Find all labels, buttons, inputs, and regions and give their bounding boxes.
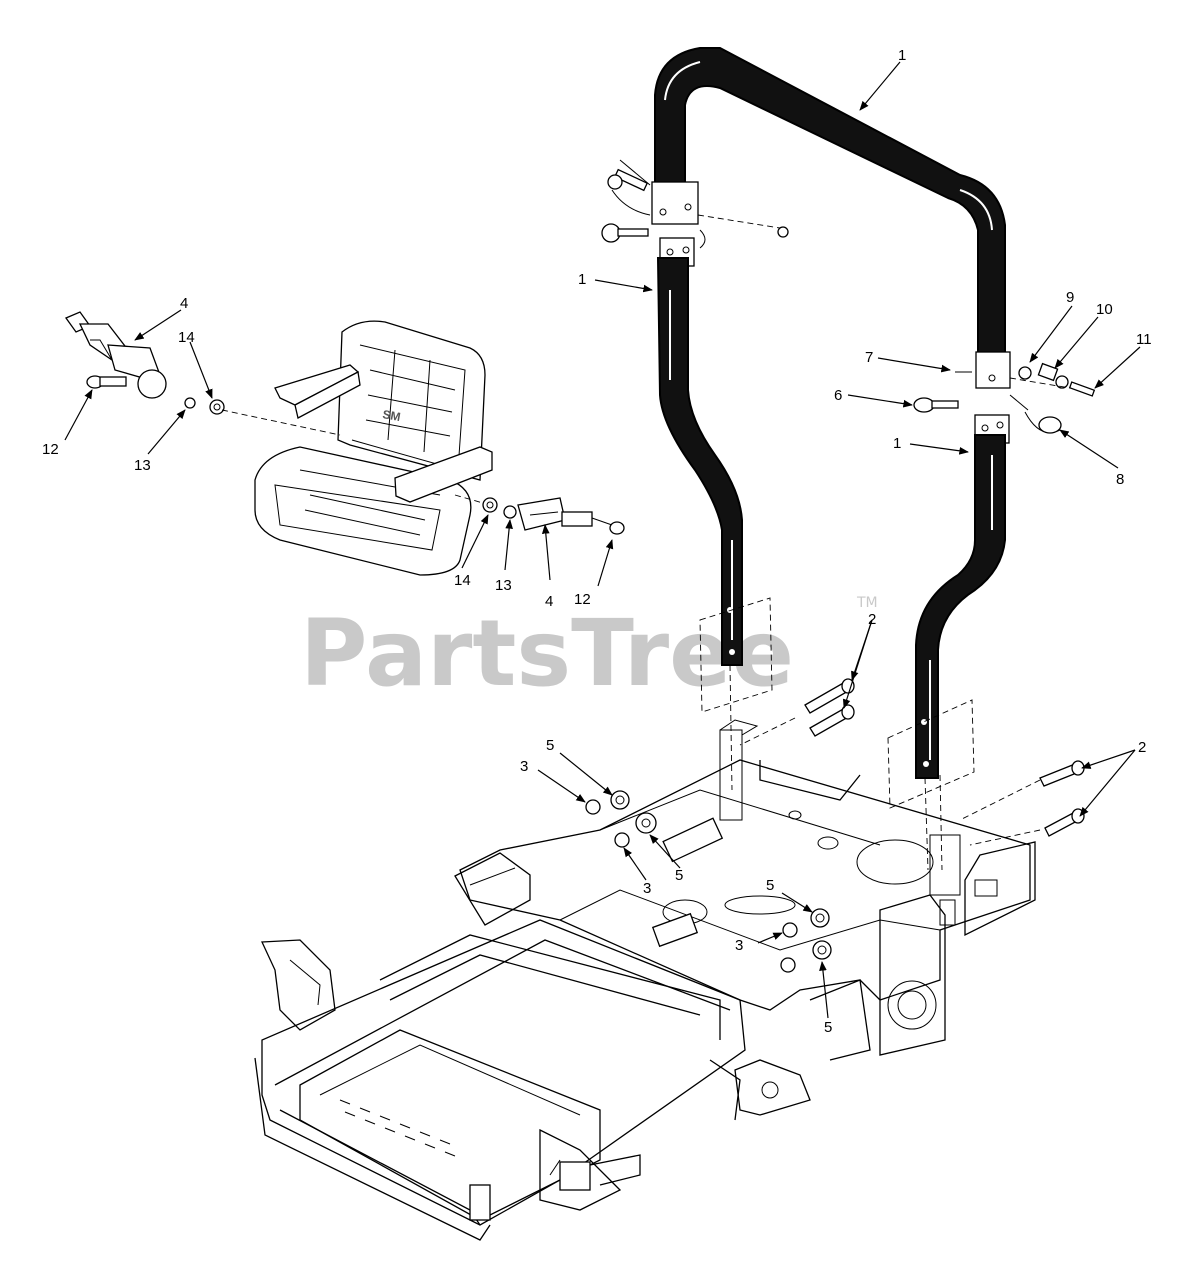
callout-14-right: 14 bbox=[454, 572, 471, 589]
callout-7: 7 bbox=[865, 349, 873, 366]
rops-right-leg bbox=[915, 414, 1010, 779]
watermark-brand: PartsTree bbox=[300, 600, 794, 707]
watermark-trademark: TM bbox=[856, 595, 878, 611]
mower-frame bbox=[254, 719, 1036, 1241]
leader-lines bbox=[64, 61, 1141, 1019]
callout-4-left: 4 bbox=[180, 295, 188, 312]
seatbelt-right bbox=[454, 494, 625, 535]
rops-left-leg bbox=[656, 237, 743, 666]
callout-11: 11 bbox=[1136, 331, 1152, 348]
callout-12-left: 12 bbox=[42, 441, 59, 458]
callout-6: 6 bbox=[834, 387, 842, 404]
callout-1-left-leg: 1 bbox=[578, 271, 586, 288]
callout-5-b: 5 bbox=[675, 867, 683, 884]
callout-2-left: 2 bbox=[868, 611, 876, 628]
seat: SM bbox=[254, 320, 493, 576]
callout-5-a: 5 bbox=[546, 737, 554, 754]
rops-upper-hoop bbox=[651, 47, 1011, 389]
callout-10: 10 bbox=[1096, 301, 1113, 318]
callout-2-right: 2 bbox=[1138, 739, 1146, 756]
callout-9: 9 bbox=[1066, 289, 1074, 306]
callout-8: 8 bbox=[1116, 471, 1124, 488]
callout-3-c: 3 bbox=[735, 937, 743, 954]
callout-14-left: 14 bbox=[178, 329, 195, 346]
callout-3-b: 3 bbox=[643, 880, 651, 897]
callout-5-d: 5 bbox=[824, 1019, 832, 1036]
hinge-hardware-right bbox=[913, 362, 1096, 434]
mounting-sockets bbox=[699, 597, 1041, 871]
callout-1-hoop: 1 bbox=[898, 47, 906, 64]
watermark: PartsTree TM bbox=[300, 595, 878, 707]
callout-13-left: 13 bbox=[134, 457, 151, 474]
nuts-washers bbox=[585, 790, 832, 973]
callout-5-c: 5 bbox=[766, 877, 774, 894]
callout-13-right: 13 bbox=[495, 577, 512, 594]
callout-labels: 1 1 1 2 2 3 3 3 4 4 5 5 5 5 6 7 8 9 10 1… bbox=[42, 47, 1152, 1036]
svg-text:SM: SM bbox=[381, 407, 401, 424]
callout-4-right: 4 bbox=[545, 593, 553, 610]
bolts bbox=[804, 678, 1085, 837]
callout-3-a: 3 bbox=[520, 758, 528, 775]
callout-1-right-leg: 1 bbox=[893, 435, 901, 452]
callout-12-right: 12 bbox=[574, 591, 591, 608]
seatbelt-left bbox=[65, 311, 341, 436]
hinge-hardware-upper bbox=[601, 159, 789, 249]
